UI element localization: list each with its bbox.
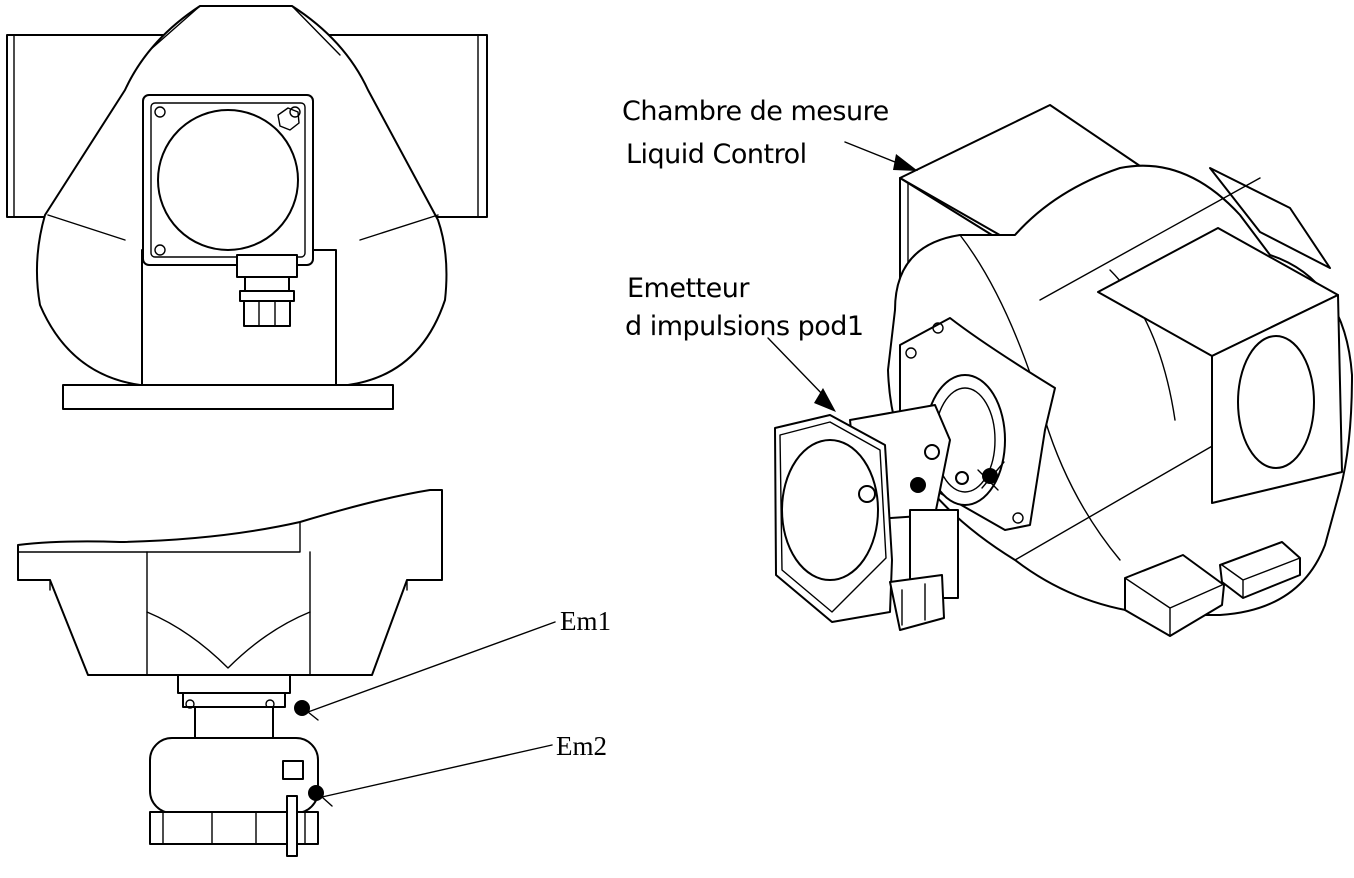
- front-view: [6, 5, 488, 410]
- iso-box-lens: [1237, 335, 1315, 469]
- side-view-screw: [282, 760, 304, 780]
- front-view-lens: [157, 109, 299, 251]
- emetteur-label-line2: d impulsions pod1: [625, 311, 864, 342]
- emetteur-arrowhead-icon: [814, 388, 836, 412]
- emetteur-leader-line: [767, 337, 827, 399]
- front-view-connector: [236, 254, 298, 278]
- front-view-flange: [142, 94, 314, 266]
- chambre-label-line1: Chambre de mesure: [622, 96, 889, 127]
- chambre-arrowhead-icon: [893, 154, 918, 171]
- iso-seal-2-icon: [982, 468, 998, 484]
- side-view: [17, 489, 443, 857]
- side-view-neck: [194, 706, 274, 740]
- isometric-view: [774, 104, 1353, 637]
- iso-emitter-lens: [781, 439, 879, 581]
- em2-seal-icon: [308, 785, 324, 801]
- iso-box-front: [1211, 294, 1343, 504]
- emetteur-label-line1: Emetteur: [627, 273, 750, 304]
- side-view-body: [17, 489, 443, 676]
- iso-emitter-cap: [774, 414, 893, 623]
- chambre-label-line2: Liquid Control: [626, 139, 807, 170]
- side-view-flange: [177, 674, 291, 694]
- em1-seal-icon: [294, 700, 310, 716]
- em1-leader-line: [307, 621, 556, 713]
- em1-label: Em1: [560, 606, 611, 636]
- iso-seal-1-icon: [910, 477, 926, 493]
- front-view-base: [62, 384, 394, 410]
- iso-foot-2: [1219, 541, 1301, 599]
- iso-nut: [889, 574, 945, 631]
- em2-label: Em2: [556, 731, 607, 761]
- em2-leader-line: [321, 744, 553, 798]
- iso-foot-1: [1124, 554, 1225, 637]
- front-view-nut: [243, 300, 291, 327]
- iso-back-lug: [1209, 167, 1331, 269]
